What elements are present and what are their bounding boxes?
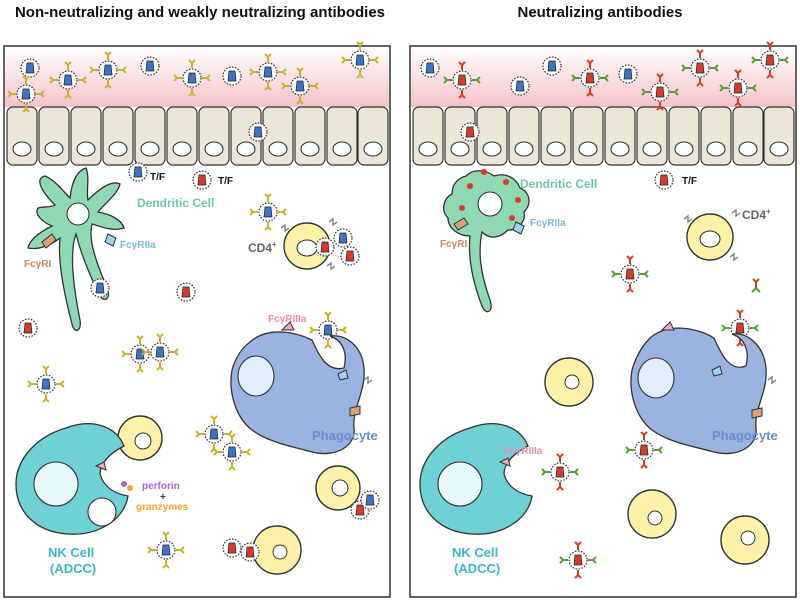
dendritic-cell-left <box>27 167 125 331</box>
phagocyte-left <box>230 321 373 455</box>
perforin-label: perforin <box>142 481 180 492</box>
granzymes-label: granzymes <box>136 502 189 513</box>
phagocyte-label-left: Phagocyte <box>312 428 378 443</box>
adcc-label-right: (ADCC) <box>454 561 500 576</box>
phagocyte-label-right: Phagocyte <box>712 428 778 443</box>
tf-label-a: T/F <box>150 172 165 183</box>
fcgr1-label-left: FcγRI <box>24 259 51 270</box>
right-panel: T/F Dendritic Cell FcγRIIa FcγRI CD4+ <box>409 41 797 598</box>
nk-cell-label-right: NK Cell <box>452 545 498 560</box>
panel-title-right-text: Neutralizing antibodies <box>517 4 683 21</box>
cd4-cells-lower-right <box>544 357 770 565</box>
nk-cell-right <box>419 423 533 535</box>
tf-label-b: T/F <box>218 176 233 187</box>
fcgr2a-label-left: FcγRIIa <box>120 240 156 251</box>
dendritic-cell-right <box>442 169 530 313</box>
nk-cell-left <box>15 423 133 535</box>
left-panel: T/F T/F Dendritic Cell FcγRIIa FcγRI CD4… <box>3 41 391 598</box>
virion-tf-right <box>654 170 674 190</box>
panel-title-left-text: Non-neutralizing and weakly neutralizing… <box>14 4 386 21</box>
cd4-label-right: CD4+ <box>742 207 771 222</box>
tf-label-right: T/F <box>682 176 697 187</box>
cd4-label-left: CD4+ <box>248 240 277 255</box>
virions-tissue-right <box>541 255 761 579</box>
phagocyte-right <box>630 321 777 455</box>
fcgr1-label-right: FcγRI <box>440 239 467 250</box>
panel-title-left: Non-neutralizing and weakly neutralizing… <box>10 4 390 21</box>
fcgr3a-label-left: FcγRIIIa <box>268 314 307 325</box>
dendritic-cell-label-right: Dendritic Cell <box>520 177 597 191</box>
plus-label: + <box>160 492 166 503</box>
panel-title-right: Neutralizing antibodies <box>410 4 790 21</box>
adcc-label-left: (ADCC) <box>50 561 96 576</box>
nk-cell-label-left: NK Cell <box>48 545 94 560</box>
fcgr2a-label-right: FcγRIIa <box>530 218 566 229</box>
dendritic-cell-label-left: Dendritic Cell <box>137 196 214 210</box>
epithelium-left <box>6 106 389 166</box>
fcgr3a-label-right: FcγRIIIa <box>504 446 543 457</box>
virion-crossing-right <box>460 122 480 142</box>
